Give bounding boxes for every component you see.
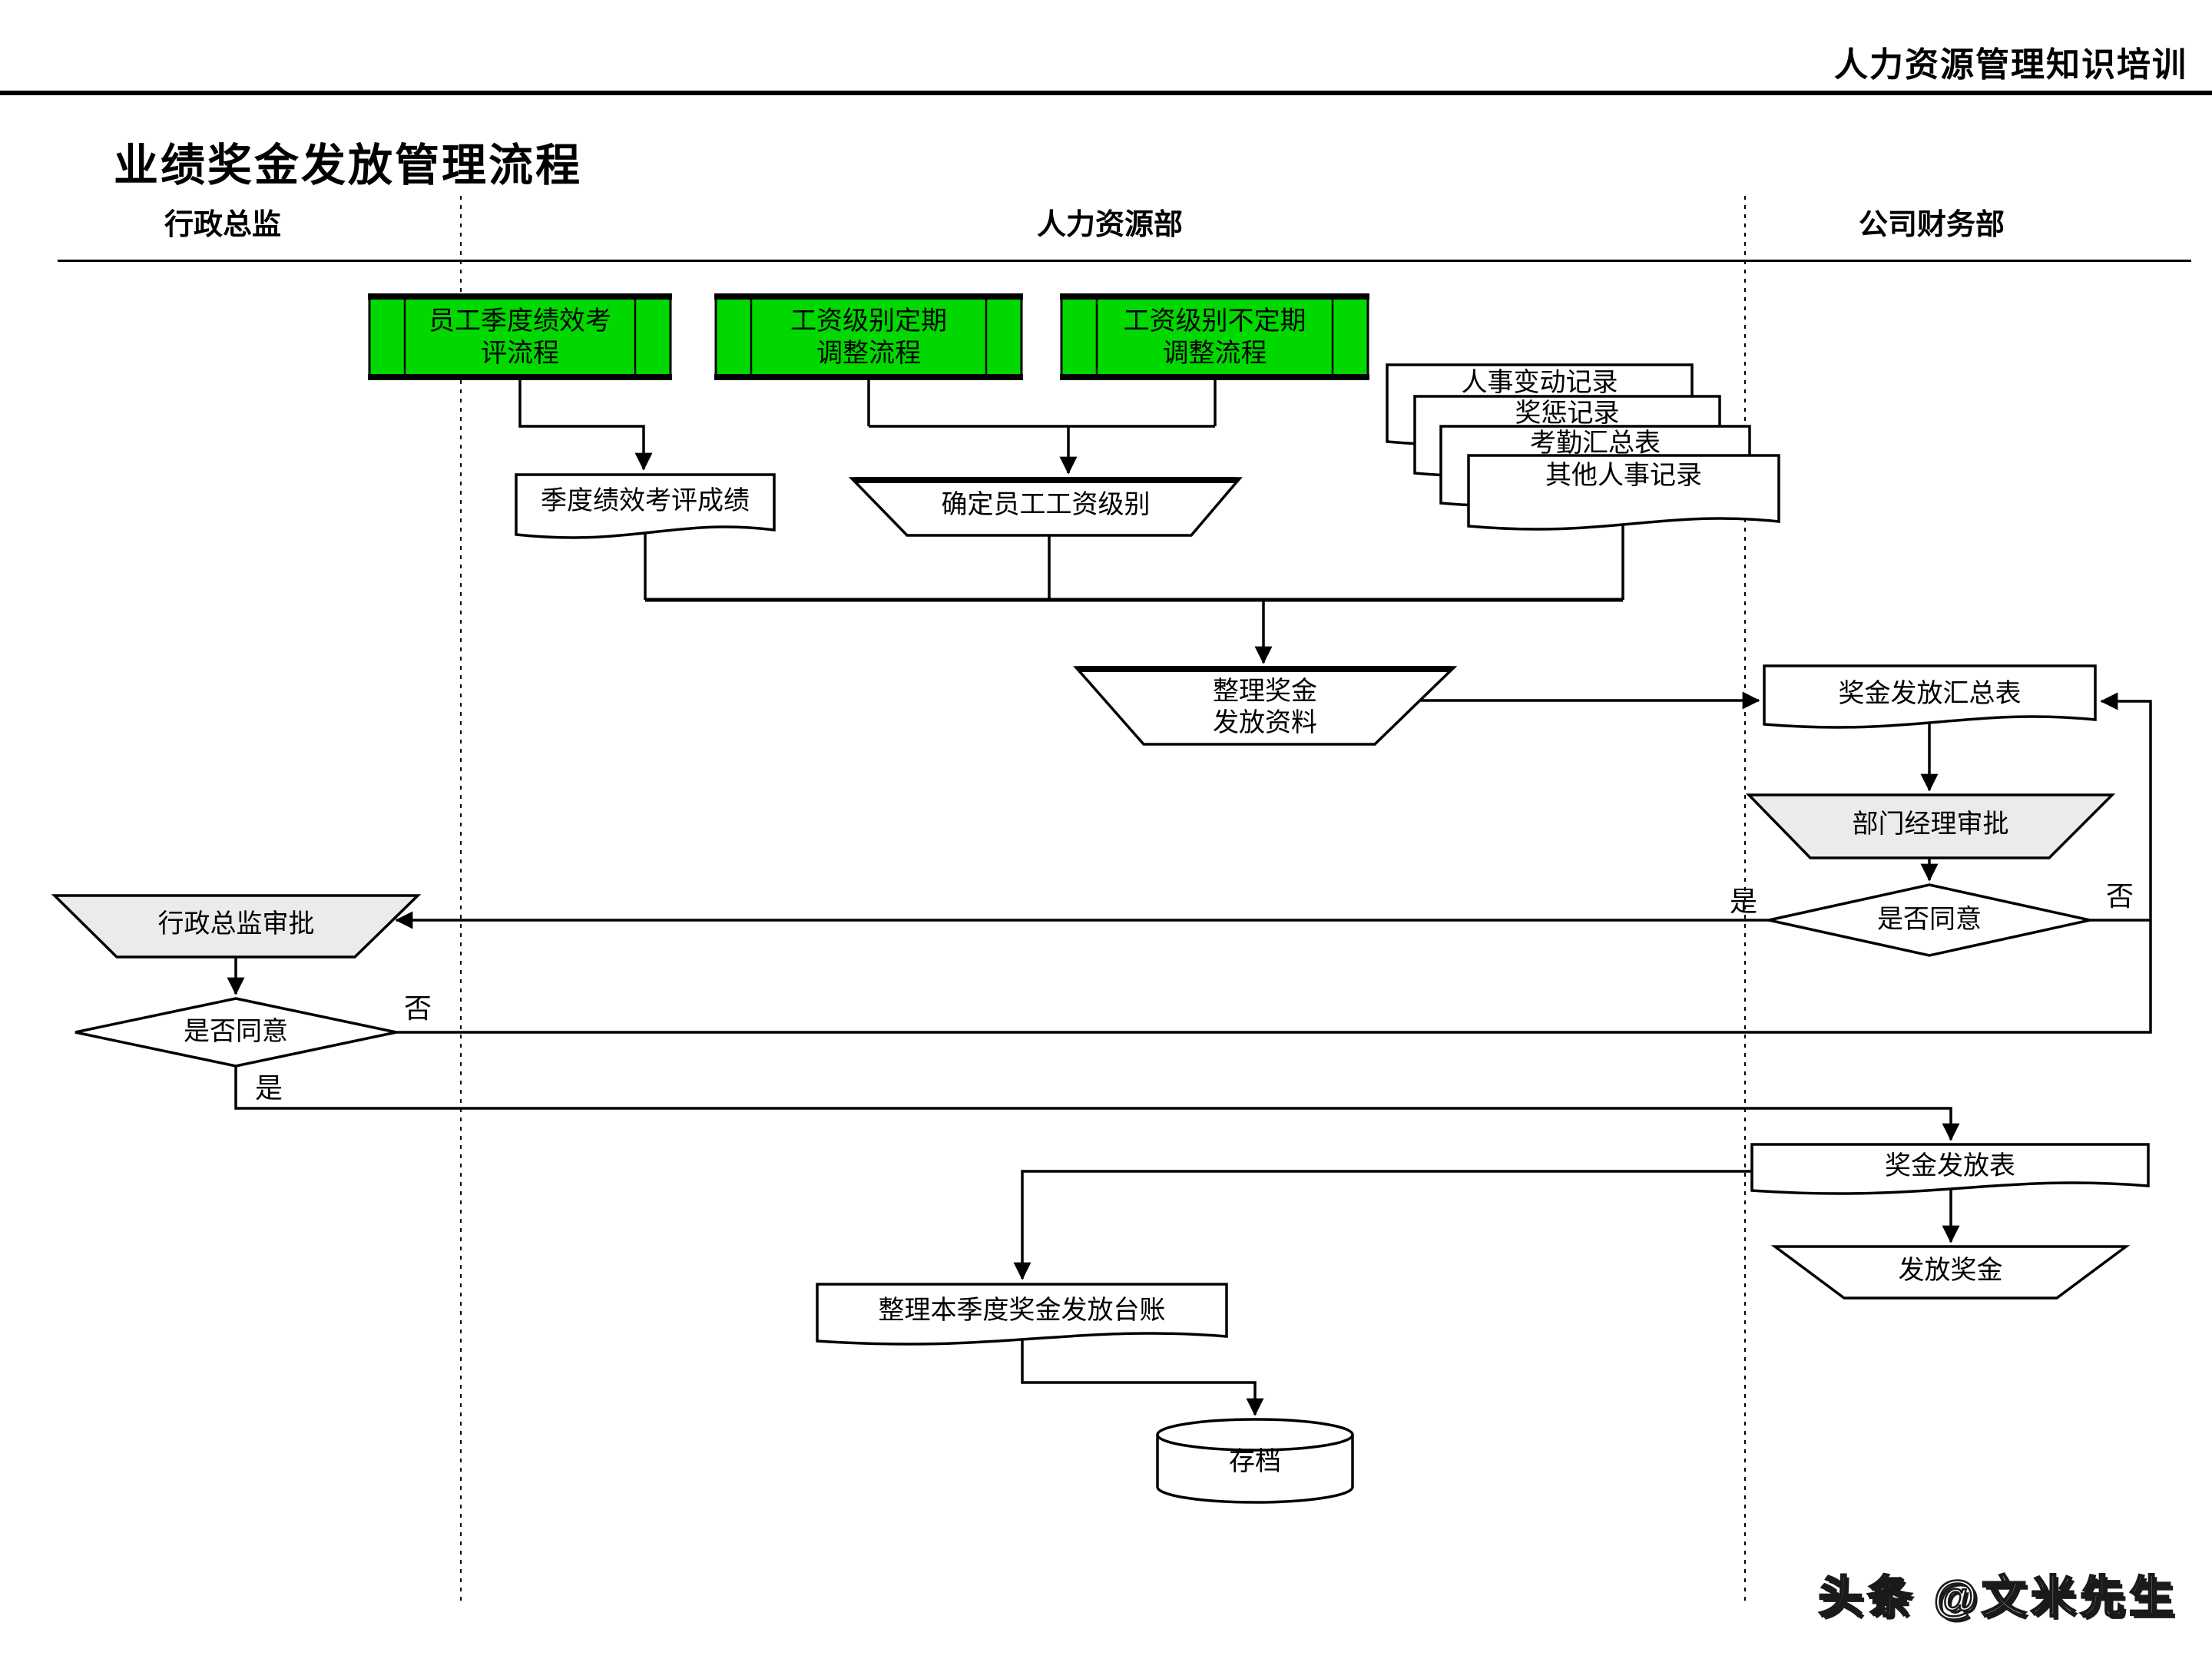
label-doc-hr-change: 人事变动记录 (1461, 368, 1618, 398)
label-dept-yes: 是 (1729, 886, 1757, 918)
label-dept-no: 否 (2105, 880, 2134, 912)
doc-score-shape (515, 473, 776, 539)
trapezoid-dept-approve-shape (1745, 793, 2116, 859)
doc-other-records-shape (1467, 454, 1780, 531)
edge-review-to-score (518, 379, 653, 471)
lane-label-hr-department: 人力资源部 (1036, 208, 1183, 241)
process-salary-regular-shape (714, 293, 1023, 380)
diamond-dept-decision-shape (1768, 883, 2091, 957)
label-doc-ledger: 整理本季度奖金发放台账 (878, 1296, 1166, 1326)
label-doc-summary: 奖金发放汇总表 (1838, 679, 2022, 709)
edge-paydoc-to-ledger (1013, 1170, 1752, 1280)
doc-pay-table-shape (1750, 1143, 2150, 1195)
header-rule (0, 91, 2212, 95)
label-dept-decision: 是否同意 (1877, 905, 1982, 935)
label-doc-pay-table: 奖金发放表 (1885, 1151, 2015, 1181)
label-process-salary-regular: 工资级别定期 调整流程 (790, 306, 947, 368)
label-doc-attendance: 考勤汇总表 (1530, 429, 1661, 459)
process-quarterly-review-shape (368, 293, 672, 380)
trapezoid-pay-out-shape (1770, 1245, 2131, 1300)
label-dept-approve: 部门经理审批 (1852, 810, 2009, 839)
cylinder-archive-body-shape (1156, 1435, 1354, 1504)
label-admin-decision: 是否同意 (184, 1017, 288, 1047)
lane-label-finance-department: 公司财务部 (1858, 208, 2005, 241)
edge-ledger-to-archive (1021, 1336, 1264, 1416)
trapezoid-admin-approve-shape (51, 894, 422, 959)
label-admin-approve: 行政总监审批 (157, 909, 315, 939)
label-pay-out: 发放奖金 (1898, 1256, 2003, 1286)
edge-no-loop-to-summary (396, 692, 2152, 1034)
page-header-caption: 人力资源管理知识培训 (1834, 46, 2187, 84)
lane-label-admin-director: 行政总监 (164, 208, 281, 241)
lane-header-rule (58, 260, 2191, 262)
label-doc-score: 季度绩效考评成绩 (541, 486, 750, 516)
label-admin-yes: 是 (254, 1072, 283, 1104)
label-archive: 存档 (1229, 1447, 1281, 1477)
label-collect: 整理奖金 发放资料 (1213, 676, 1317, 737)
diamond-admin-decision-shape (75, 997, 397, 1068)
process-salary-irregular-shape (1060, 293, 1369, 380)
doc-ledger-shape (816, 1283, 1228, 1346)
label-doc-other-records: 其他人事记录 (1545, 461, 1702, 491)
label-grade-confirm: 确定员工工资级别 (941, 490, 1151, 520)
label-admin-no: 否 (403, 992, 432, 1025)
edge-salary-merge (867, 379, 1217, 428)
label-doc-reward-punish: 奖惩记录 (1515, 399, 1620, 429)
cylinder-archive-top-shape (1156, 1418, 1354, 1452)
label-process-quarterly-review: 员工季度绩效考 评流程 (429, 306, 611, 368)
page-title: 业绩奖金发放管理流程 (114, 141, 583, 190)
watermark-text: 头条 @文米先生 (1817, 1571, 2178, 1624)
label-process-salary-irregular: 工资级别不定期 调整流程 (1123, 306, 1306, 368)
doc-summary-shape (1763, 664, 2097, 729)
edge-admin-yes-to-paydoc (234, 1066, 1960, 1141)
